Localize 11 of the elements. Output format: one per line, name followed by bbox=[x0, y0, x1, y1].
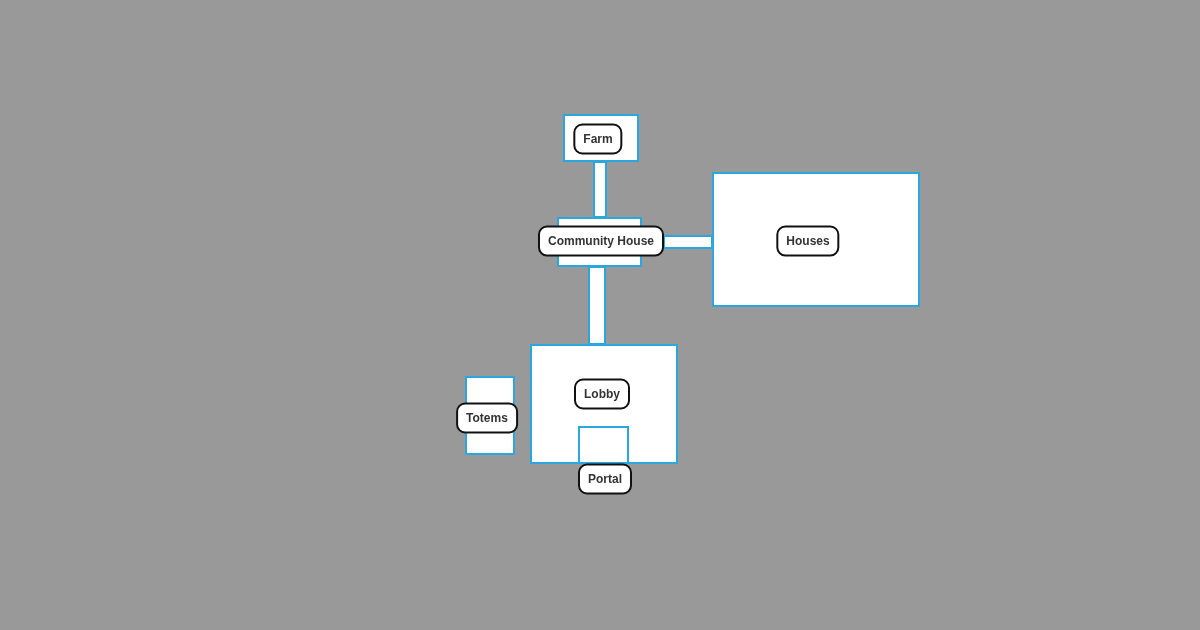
room-label: Portal bbox=[578, 463, 632, 495]
corridor bbox=[588, 266, 606, 345]
corridor bbox=[663, 235, 713, 249]
room-label: Lobby bbox=[574, 378, 630, 410]
room-label: Houses bbox=[776, 225, 840, 257]
corridor bbox=[593, 161, 607, 218]
room-label: Community House bbox=[538, 225, 664, 257]
room bbox=[563, 114, 639, 162]
room bbox=[712, 172, 920, 307]
room-label: Totems bbox=[456, 402, 518, 434]
room-label: Farm bbox=[573, 123, 623, 155]
